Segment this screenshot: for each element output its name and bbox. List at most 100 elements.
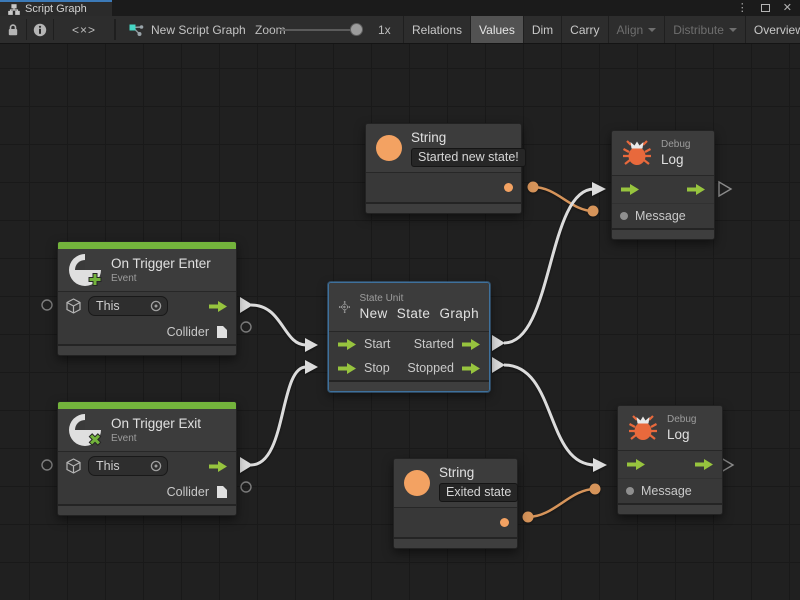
toolbar-button-distribute[interactable]: Distribute (665, 16, 746, 43)
wire-started-to-log[interactable] (503, 187, 595, 345)
target-object-field[interactable]: This (88, 456, 168, 476)
flow-port-triangle[interactable] (492, 357, 505, 373)
wire-string-to-message[interactable] (527, 487, 596, 519)
wire-stopped-to-log[interactable] (503, 363, 596, 467)
node-footer (329, 380, 489, 391)
object-picker-icon[interactable] (150, 300, 162, 312)
node-title: String (439, 465, 475, 480)
flow-input-arrow-icon[interactable] (620, 183, 640, 196)
node-string-bottom[interactable]: String Exited state (393, 458, 519, 549)
toolbar-button-dim[interactable]: Dim (524, 16, 563, 43)
node-debug-log-top[interactable]: Debug Log Message (611, 130, 715, 240)
info-button[interactable] (27, 16, 53, 43)
flow-output-arrow-icon[interactable] (694, 458, 714, 471)
flow-port-triangle[interactable] (492, 335, 505, 351)
wire-endpoint-dot (522, 511, 534, 523)
string-value-field[interactable]: Exited state (439, 483, 519, 502)
string-literal-icon (404, 470, 430, 496)
info-icon (33, 23, 47, 36)
wire-endpoint-dot (589, 483, 601, 495)
graph-tab-icon (8, 3, 20, 15)
wire-exit-to-stop[interactable] (250, 365, 307, 467)
port-label: Message (635, 209, 686, 223)
wire-arrowhead (305, 360, 318, 374)
flow-output-arrow-icon[interactable] (461, 362, 481, 375)
graph-name-label: New Script Graph (151, 22, 246, 37)
zoom-value: 1x (378, 22, 391, 37)
bug-icon (628, 415, 658, 440)
toolbar-button-values[interactable]: Values (471, 16, 524, 43)
port-label: Stop (364, 361, 390, 375)
flow-port-triangle[interactable] (240, 297, 253, 313)
collider-file-icon[interactable] (216, 325, 228, 339)
zoom-slider-handle[interactable] (350, 23, 363, 36)
wire-string-to-message[interactable] (532, 185, 594, 213)
target-object-field[interactable]: This (88, 296, 168, 316)
flow-input-arrow-icon[interactable] (337, 338, 357, 351)
node-string-top[interactable]: String Started new state! (365, 123, 526, 214)
wire-enter-to-start[interactable] (250, 303, 307, 347)
value-input-port[interactable] (626, 487, 634, 495)
toolbar-button-overview[interactable]: Overview (746, 16, 800, 43)
node-debug-log-bottom[interactable]: Debug Log Message (617, 405, 723, 515)
flow-input-arrow-icon[interactable] (337, 362, 357, 375)
port-label: Message (641, 484, 692, 498)
node-subtitle: Event (111, 433, 137, 444)
flow-input-arrow-icon[interactable] (626, 458, 646, 471)
gameobject-cube-icon (66, 458, 81, 474)
flow-output-arrow-icon[interactable] (461, 338, 481, 351)
toolbar-button-carry[interactable]: Carry (562, 16, 609, 43)
graph-canvas[interactable]: String Started new state! Debug (0, 44, 800, 600)
value-input-port[interactable] (620, 212, 628, 220)
flow-port-triangle-empty[interactable] (718, 180, 733, 198)
flow-output-arrow-icon[interactable] (208, 460, 228, 473)
close-icon[interactable]: ✕ (782, 1, 792, 14)
gameobject-cube-icon (66, 298, 81, 314)
state-unit-icon (339, 300, 351, 314)
port-label: Start (364, 337, 391, 351)
tab-title: Script Graph (25, 3, 87, 15)
wire-arrowhead (305, 338, 318, 352)
port-label: Collider (166, 485, 209, 499)
value-port-circle[interactable] (240, 481, 252, 493)
value-output-port[interactable] (500, 518, 509, 527)
chevron-down-icon (728, 27, 737, 32)
toolbar-button-relations[interactable]: Relations (403, 16, 472, 43)
node-subtitle: Event (111, 273, 137, 284)
node-footer (618, 503, 722, 514)
lock-button[interactable] (0, 16, 26, 43)
flow-output-arrow-icon[interactable] (208, 300, 228, 313)
string-value-field[interactable]: Started new state! (411, 148, 526, 167)
string-literal-icon (376, 135, 402, 161)
value-port-circle[interactable] (240, 321, 252, 333)
value-port-circle[interactable] (41, 299, 53, 311)
value-port-circle[interactable] (41, 459, 53, 471)
node-title: On Trigger Exit (111, 416, 202, 431)
node-state-unit[interactable]: State Unit New State Graph Start Started (328, 282, 490, 392)
toolbar-button-align[interactable]: Align (609, 16, 666, 43)
node-footer (366, 202, 521, 213)
node-title: String (411, 130, 447, 145)
code-view-button[interactable]: <×> (54, 16, 114, 43)
window-controls: ⋮ ✕ (737, 0, 800, 16)
wire-endpoint-dot (587, 205, 599, 217)
graph-breadcrumb[interactable]: New Script Graph (128, 16, 246, 43)
script-graph-icon (129, 24, 144, 36)
value-output-port[interactable] (504, 183, 513, 192)
node-title: New State Graph (359, 306, 479, 321)
port-label: Stopped (407, 361, 454, 375)
maximize-icon[interactable] (760, 4, 770, 12)
flow-port-triangle[interactable] (240, 457, 253, 473)
tab-bar: Script Graph ⋮ ✕ (0, 0, 800, 16)
flow-output-arrow-icon[interactable] (686, 183, 706, 196)
node-on-trigger-exit[interactable]: On Trigger Exit Event This (57, 401, 237, 516)
on-trigger-exit-icon (69, 414, 102, 446)
zoom-slider-track[interactable] (280, 29, 360, 31)
collider-file-icon[interactable] (216, 485, 228, 499)
object-picker-icon[interactable] (150, 460, 162, 472)
tab-script-graph[interactable]: Script Graph (0, 0, 112, 16)
window-menu-icon[interactable]: ⋮ (736, 1, 748, 14)
port-label: Started (413, 337, 454, 351)
chevron-down-icon (648, 27, 657, 32)
node-on-trigger-enter[interactable]: On Trigger Enter Event This (57, 241, 237, 356)
